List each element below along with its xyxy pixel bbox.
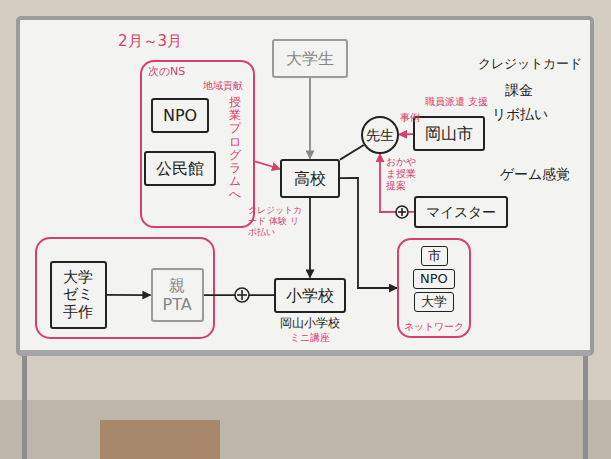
- node-text: NPO: [420, 271, 448, 287]
- node-text: 大学 ゼミ 手作: [62, 269, 95, 321]
- note-text: 地域貢献: [203, 80, 243, 92]
- node-text: 大学: [421, 294, 447, 310]
- node-text: 小学校: [286, 286, 334, 305]
- person-circle: 先生: [361, 116, 399, 154]
- keyword-note: クレジットカード: [478, 56, 582, 72]
- connector: [204, 294, 274, 296]
- marker-tray: [20, 350, 590, 356]
- process-box: 大学 ゼミ 手作: [50, 261, 107, 329]
- connector: [107, 294, 151, 296]
- group-outline: [36, 238, 214, 338]
- process-box: 岡山市: [413, 116, 485, 151]
- connector: [340, 145, 364, 160]
- plus-symbol: [396, 206, 408, 218]
- note-text: 岡山小学校: [280, 316, 340, 330]
- node-text: PTA: [163, 295, 192, 314]
- note-text: 職員派遣 支援: [425, 96, 488, 108]
- process-box: 大学生: [272, 39, 348, 78]
- connector: [399, 133, 413, 135]
- process-box: 小学校: [274, 278, 346, 313]
- node-text: 次のNS: [148, 65, 247, 78]
- node-text: 公民館: [156, 159, 204, 178]
- node-text: マイスター: [426, 204, 496, 221]
- edge-note: クレジットカード 体験 リボ払い: [248, 205, 304, 237]
- process-box: 公民館: [144, 151, 216, 186]
- process-box: 大学: [414, 292, 454, 312]
- process-box: NPO: [413, 269, 455, 289]
- process-box: 市: [421, 246, 448, 266]
- vertical-note: 授業プログラムへ: [229, 96, 241, 202]
- node-text: 親: [163, 276, 192, 295]
- keyword-note: 課金: [505, 82, 533, 99]
- group-region: ネットワーク 市 NPO 大学: [397, 238, 471, 338]
- connector: [309, 78, 311, 159]
- node-text: 岡山市: [425, 124, 473, 143]
- edge-note: 事例: [400, 112, 420, 124]
- process-box: 高校: [280, 159, 340, 198]
- keyword-note: ゲーム感覚: [500, 166, 570, 183]
- edge-note: おかやま授業 提案: [386, 156, 420, 192]
- node-text: 大学生: [286, 49, 334, 68]
- node-text: NPO: [163, 106, 197, 125]
- keyword-note: リボ払い: [492, 106, 548, 123]
- process-box: 親PTA: [151, 268, 204, 322]
- stand-leg: [583, 352, 588, 459]
- floor: [0, 400, 611, 459]
- connector: [340, 178, 397, 288]
- date-note: 2月～3月: [118, 32, 182, 50]
- connector: [255, 161, 280, 169]
- node-text: ネットワーク: [404, 321, 464, 333]
- stand-leg: [22, 352, 27, 459]
- node-text: 市: [428, 248, 441, 264]
- process-box: NPO: [151, 98, 209, 133]
- plus-symbol: [235, 288, 249, 302]
- node-text: 先生: [366, 127, 394, 144]
- connector: [309, 198, 311, 278]
- process-box: マイスター: [414, 196, 508, 229]
- note-text: ミニ講座: [290, 332, 330, 344]
- whiteboard: [18, 18, 592, 354]
- floor-object: [100, 420, 220, 459]
- node-text: 高校: [294, 169, 326, 188]
